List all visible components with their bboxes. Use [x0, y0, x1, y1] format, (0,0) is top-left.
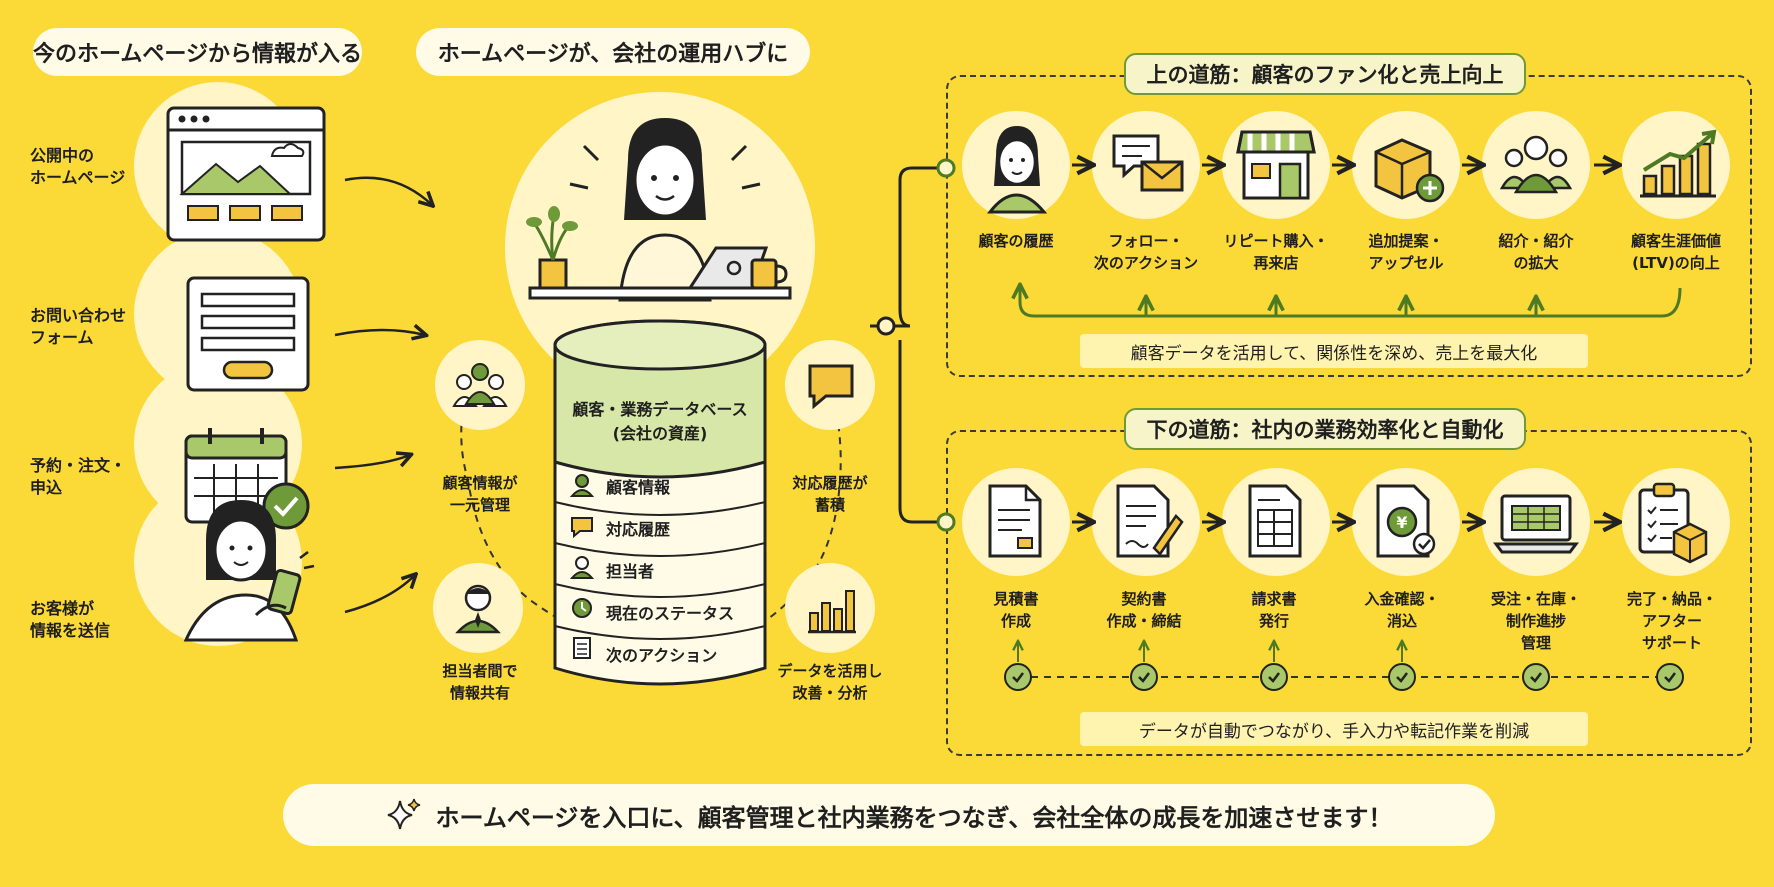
- check-circle-icon: [1388, 663, 1416, 691]
- check-circle-icon: [1522, 663, 1550, 691]
- document-icon: [988, 484, 1042, 558]
- message-mail-icon: [1112, 134, 1184, 192]
- people-group-icon: [452, 363, 508, 407]
- lower-step-label-4: 受注・在庫・制作進捗管理: [1490, 590, 1582, 652]
- database-cylinder: [553, 319, 767, 686]
- left-header: 今のホームページから情報が入る: [33, 28, 362, 76]
- left-item-label-3: お客様が情報を送信: [30, 599, 111, 640]
- lower-step-label-1: 契約書作成・締結: [1106, 590, 1182, 630]
- check-circle-icon: [1656, 663, 1684, 691]
- woman-laptop-icon: [526, 118, 792, 302]
- website-icon: [166, 106, 326, 242]
- upper-step-label-3: 追加提案・アップセル: [1368, 232, 1444, 272]
- upper-step-label-0: 顧客の履歴: [978, 232, 1054, 250]
- people-icon: [1499, 135, 1573, 194]
- left-item-label-2: 予約・注文・申込: [30, 456, 127, 497]
- store-icon: [1236, 130, 1316, 200]
- lower-step-label-0: 見積書作成: [993, 590, 1039, 630]
- db-row-3: 現在のステータス: [606, 604, 735, 623]
- form-icon: [186, 276, 310, 392]
- upper-step-label-4: 紹介・紹介の拡大: [1498, 232, 1574, 272]
- svg-text:¥: ¥: [1396, 513, 1407, 532]
- footer-text: ホームページを入口に、顧客管理と社内業務をつなぎ、会社全体の成長を加速させます！: [435, 803, 1393, 832]
- lower-note: データが自動でつながり、手入力や転記作業を削減: [1080, 712, 1588, 746]
- left-arrows: [334, 176, 432, 614]
- check-circle-icon: [1260, 663, 1288, 691]
- sparkle-icon: [387, 798, 420, 830]
- upper-note: 顧客データを活用して、関係性を深め、売上を最大化: [1080, 334, 1588, 368]
- feature-label-2: 担当者間で情報共有: [442, 662, 518, 702]
- yen-check-icon: ¥: [1376, 484, 1436, 558]
- left-item-label-0: 公開中のホームページ: [30, 146, 126, 187]
- growth-chart-icon: [1640, 129, 1717, 198]
- speech-bubble-icon: [571, 517, 593, 539]
- check-circle-icon: [1130, 663, 1158, 691]
- calendar-check-icon: [184, 428, 310, 530]
- invoice-icon: [1248, 484, 1302, 558]
- hub-connector: [870, 158, 956, 532]
- businessman-icon: [455, 584, 501, 634]
- bar-chart-icon: [808, 590, 856, 634]
- laptop-table-icon: [1493, 494, 1579, 554]
- lower-check-row: [1018, 642, 1670, 678]
- db-title: 顧客・業務データベース(会社の資産): [572, 400, 748, 443]
- box-plus-icon: [1374, 138, 1445, 203]
- clock-icon: [572, 598, 592, 618]
- check-circle-icon: [1004, 663, 1032, 691]
- checklist-icon: [573, 637, 591, 659]
- left-item-label-1: お問い合わせフォーム: [30, 306, 127, 347]
- center-header: ホームページが、会社の運用ハブに: [416, 28, 810, 76]
- feature-label-1: 対応履歴が蓄積: [792, 474, 868, 514]
- person-icon: [569, 474, 595, 497]
- lower-step-label-5: 完了・納品・アフターサポート: [1626, 590, 1718, 652]
- lower-path-header: 下の道筋：社内の業務効率化と自動化: [1124, 408, 1526, 450]
- footer-banner: ホームページを入口に、顧客管理と社内業務をつなぎ、会社全体の成長を加速させます！: [283, 784, 1495, 846]
- customer-icon: [986, 126, 1048, 214]
- upper-step-label-2: リピート購入・再来店: [1223, 232, 1329, 272]
- contract-pen-icon: [1116, 484, 1184, 558]
- db-row-0: 顧客情報: [606, 478, 671, 497]
- staff-icon: [569, 556, 595, 579]
- clipboard-box-icon: [1638, 482, 1708, 564]
- feature-label-0: 顧客情報が一元管理: [442, 474, 518, 514]
- db-row-2: 担当者: [606, 562, 655, 581]
- feature-label-3: データを活用し改善・分析: [777, 662, 883, 702]
- upper-step-label-5: 顧客生涯価値(LTV)の向上: [1630, 232, 1722, 272]
- chat-icon: [808, 364, 854, 410]
- woman-smartphone-icon: [183, 500, 315, 642]
- lower-step-label-2: 請求書発行: [1251, 590, 1297, 630]
- upper-feedback-loop: [1020, 286, 1682, 318]
- db-row-4: 次のアクション: [606, 646, 718, 665]
- hub-ring: [460, 349, 842, 657]
- lower-step-label-3: 入金確認・消込: [1364, 590, 1440, 630]
- upper-step-label-1: フォロー・次のアクション: [1093, 232, 1199, 272]
- db-row-1: 対応履歴: [606, 520, 671, 539]
- upper-path-header: 上の道筋：顧客のファン化と売上向上: [1124, 53, 1526, 95]
